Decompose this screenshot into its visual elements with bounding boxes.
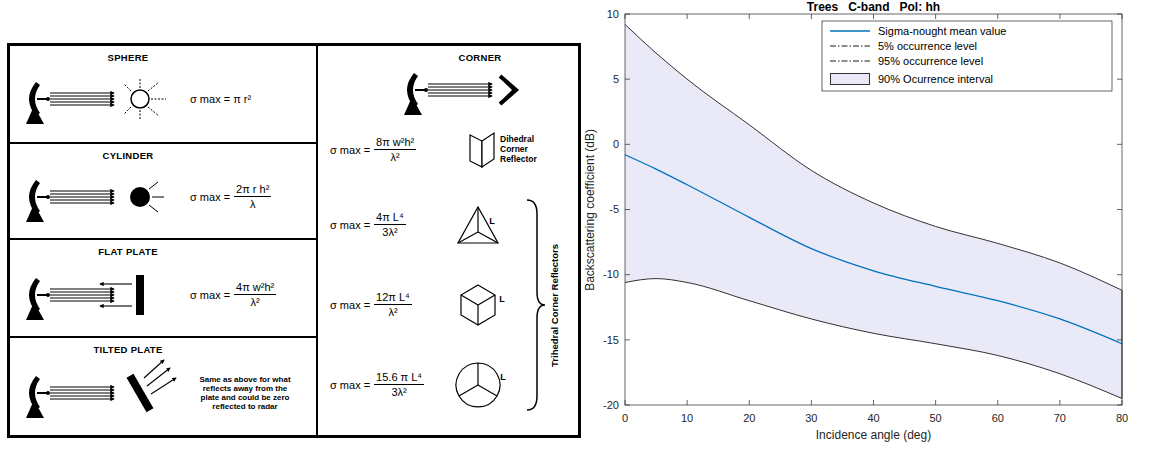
formula-text: 2π r h²: [234, 183, 271, 197]
legend: [822, 21, 1112, 91]
legend-text: Sigma-nought mean value: [878, 25, 1006, 38]
tick-label: 80: [1116, 412, 1128, 425]
formula-text: λ²: [374, 306, 412, 319]
formula-text: σ max =: [330, 219, 370, 232]
tick-label: -15: [603, 334, 619, 347]
formula-text: σ max =: [330, 144, 370, 157]
radar-antenna: [26, 376, 50, 418]
radar-beam: [50, 93, 114, 105]
formula-text: 8π w²h²: [374, 136, 416, 150]
formula-text: 3λ²: [374, 386, 424, 399]
formula-text: λ²: [374, 151, 416, 164]
formula-text: λ²: [234, 296, 276, 309]
formula-text: σ max =: [330, 379, 370, 392]
tick-label: 50: [930, 412, 942, 425]
axis-title: Incidence angle (deg): [816, 429, 931, 443]
table-cell: FLAT PLATE σ max = 4π w²h²λ²: [8, 238, 318, 338]
radar-antenna: [404, 73, 428, 115]
tick-label: 0: [622, 412, 628, 425]
formula-text: σ max = π r²: [190, 93, 251, 106]
tick-label: 20: [743, 412, 755, 425]
formula-text: Dihedral Corner Reflector: [500, 135, 558, 164]
dimension-label: L: [489, 216, 495, 226]
tick-label: 30: [805, 412, 817, 425]
radar-beam: [428, 84, 492, 96]
radar-antenna: [26, 278, 50, 320]
table-cell: SPHERE σ max = π r²: [8, 44, 318, 144]
legend-text: 90% Ocurrence interval: [878, 73, 993, 86]
legend-line: [830, 46, 870, 47]
cylinder-target: [130, 187, 150, 207]
formula-text: λ: [234, 198, 271, 211]
dihedral-reflector: [470, 133, 494, 167]
axes-box: [625, 14, 1122, 405]
tick-label: -10: [603, 268, 619, 281]
legend-text: 95% occurrence level: [878, 55, 983, 68]
tick-label: 0: [613, 138, 619, 151]
reflected-arrows: [144, 360, 176, 394]
trihedral-square: [461, 285, 495, 325]
tick-label: -5: [609, 203, 619, 216]
legend-swatch: [830, 73, 870, 85]
legend-text: 5% occurrence level: [878, 40, 977, 53]
formula-text: σ max =: [190, 191, 230, 204]
table-cell: CORNERσ max =8π w²h²λ²Dihedral Corner Re…: [316, 44, 580, 437]
radar-beam: [50, 191, 114, 203]
formula-text: σ max =: [190, 289, 230, 302]
chart-title: Trees C-band Pol: hh: [807, 1, 940, 15]
table-frame: [8, 44, 580, 437]
radar-antenna: [26, 180, 50, 222]
cell-title: CYLINDER: [103, 151, 154, 162]
radar-antenna: [26, 82, 50, 124]
tick-label: 40: [867, 412, 879, 425]
formula-text: 4π L⁴: [374, 211, 406, 225]
flat-plate-target: [136, 275, 144, 315]
legend-line: [830, 61, 870, 62]
tick-label: 5: [613, 73, 619, 86]
tick-label: -20: [603, 399, 619, 412]
cell-title: TILTED PLATE: [93, 345, 162, 356]
trihedral-circular: [456, 363, 500, 407]
table-cell: CYLINDER σ max = 2π r h²λ: [8, 142, 318, 240]
scatter-lines: [149, 182, 164, 212]
dimension-label: L: [500, 372, 506, 382]
tick-label: 70: [1054, 412, 1066, 425]
brace: [527, 200, 545, 410]
cell-title: SPHERE: [108, 53, 149, 64]
axis-title: Backscattering coefficient (dB): [584, 129, 598, 291]
tilted-plate-target: [127, 374, 154, 413]
cell-title: CORNER: [459, 53, 502, 64]
scatter-lines: [124, 79, 166, 119]
tick-label: 10: [607, 8, 619, 21]
trihedral-triangular: [458, 207, 498, 243]
legend-line: [830, 30, 870, 31]
formula-text: 15.6 π L⁴: [374, 371, 424, 385]
dimension-label: L: [499, 294, 505, 304]
mean-line: [625, 155, 1122, 344]
sphere-target: [131, 90, 149, 108]
radar-beam: [50, 387, 114, 399]
occurrence-line: [625, 279, 1122, 399]
formula-text: σ max =: [330, 299, 370, 312]
tick-marks: [625, 14, 1122, 405]
formula-text: Trihedral Corner Reflectors: [551, 243, 562, 366]
legend-box: [822, 21, 1112, 91]
formula-text: 12π L⁴: [374, 291, 412, 305]
radar-beam: [50, 289, 114, 301]
formula-text: 3λ²: [374, 226, 406, 239]
corner-target: [500, 76, 516, 104]
corner-target: [505, 82, 513, 98]
formula-text: 4π w²h²: [234, 281, 276, 295]
formula-text: Same as above for what reflects away fro…: [197, 375, 293, 412]
reflected-arrows: [100, 284, 132, 306]
cell-title: FLAT PLATE: [98, 247, 158, 258]
tick-label: 10: [681, 412, 693, 425]
tick-label: 60: [992, 412, 1004, 425]
table-cell: TILTED PLATE Same as above for what refle…: [8, 336, 318, 437]
